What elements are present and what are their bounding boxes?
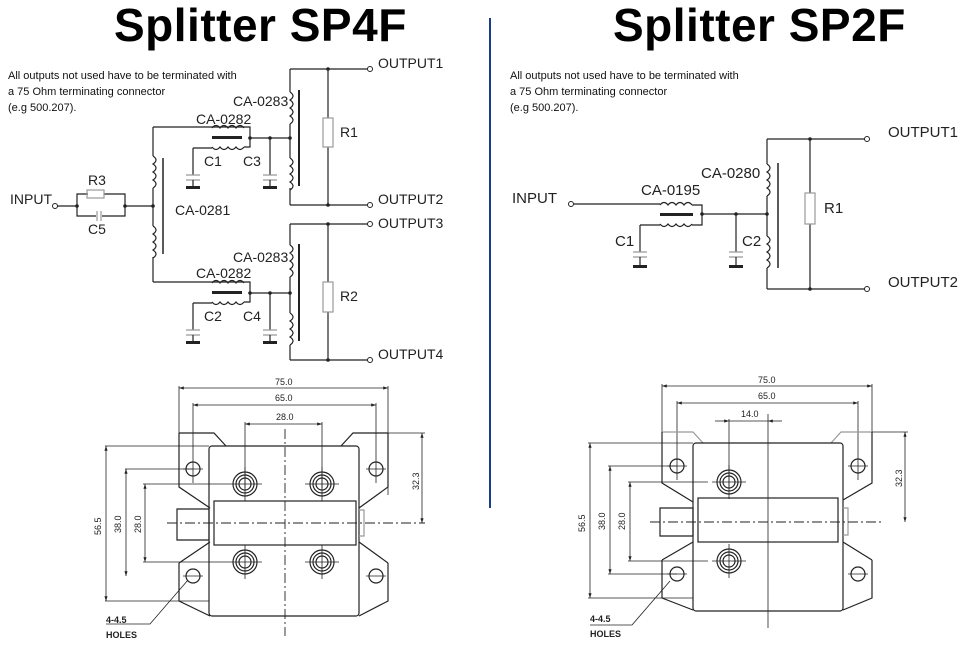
sp4f-input-label: INPUT (10, 191, 52, 207)
ca-0282-top-label: CA-0282 (196, 111, 251, 127)
c1-label: C1 (615, 233, 634, 250)
f-connectors (712, 465, 746, 578)
dim-overall-height: 56.5 (577, 514, 587, 532)
holes-label: HOLES (106, 630, 137, 640)
note-line: a 75 Ohm terminating connector (8, 86, 166, 98)
c4-label: C4 (243, 308, 261, 324)
dim-overall-width: 75.0 (275, 377, 293, 387)
dim-connector-vertical: 28.0 (617, 512, 627, 530)
sp2f-schematic: INPUT CA-0195 C1 C2 CA-0280 R1 OUTPUT1 O… (512, 124, 958, 292)
ca-0195-core (660, 213, 693, 216)
dim-overall-width: 75.0 (758, 375, 776, 385)
r3-resistor (86, 189, 105, 199)
c3-label: C3 (243, 153, 261, 169)
dim-hole-spacing: 65.0 (275, 393, 293, 403)
c2-label: C2 (742, 233, 761, 250)
ca-0282-bottom-label: CA-0282 (196, 265, 251, 281)
sp2f-termination-note: All outputs not used have to be terminat… (510, 68, 739, 116)
r2-resistor (322, 281, 334, 313)
ca-0283-bottom-label: CA-0283 (233, 249, 288, 265)
note-line: (e.g 500.207). (510, 102, 579, 114)
note-line: (e.g 500.207). (8, 102, 77, 114)
dim-center-offset: 32.3 (894, 469, 904, 487)
f-connectors (228, 467, 339, 579)
output3-label: OUTPUT3 (378, 215, 444, 231)
sp4f-schematic: INPUT R3 C5 CA-0281 CA-0282 C1 C3 CA-028… (10, 55, 444, 363)
sp4f-mechanical-drawing: 75.0 65.0 28.0 (93, 377, 425, 640)
sp4f-housing (208, 445, 360, 617)
note-line: All outputs not used have to be terminat… (510, 70, 739, 82)
ca-0282-top-core (212, 136, 242, 139)
ca-0283-top-label: CA-0283 (233, 93, 288, 109)
dim-hole-vertical: 38.0 (597, 512, 607, 530)
r2-label: R2 (340, 288, 358, 304)
section-divider (489, 18, 491, 508)
ca-0281-label: CA-0281 (175, 202, 230, 218)
ca-0195-label: CA-0195 (641, 182, 700, 199)
sp2f-input-label: INPUT (512, 190, 557, 207)
output2-label: OUTPUT2 (378, 191, 444, 207)
holes-label: HOLES (590, 629, 621, 639)
r1-label: R1 (824, 200, 843, 217)
sp2f-mechanical-drawing: 75.0 65.0 14.0 56.5 38.0 (577, 375, 908, 639)
sp4f-termination-note: All outputs not used have to be terminat… (8, 68, 237, 116)
c5-label: C5 (88, 221, 106, 237)
dim-connector-spacing: 28.0 (276, 412, 294, 422)
sp4f-title: Splitter SP4F (114, 0, 407, 51)
holes-size-label: 4-4.5 (106, 615, 127, 625)
holes-size-label: 4-4.5 (590, 614, 611, 624)
r1-label: R1 (340, 124, 358, 140)
c5-capacitor (96, 211, 102, 221)
output1-label: OUTPUT1 (888, 124, 958, 141)
output1-label: OUTPUT1 (378, 55, 444, 71)
input-terminal (52, 203, 58, 209)
r1-resistor (322, 117, 334, 148)
dim-connector-vertical: 28.0 (133, 515, 143, 533)
sp2f-title: Splitter SP2F (613, 0, 906, 51)
note-line: a 75 Ohm terminating connector (510, 86, 668, 98)
output2-label: OUTPUT2 (888, 274, 958, 291)
r1-resistor (804, 192, 816, 225)
output4-label: OUTPUT4 (378, 346, 444, 362)
note-line: All outputs not used have to be terminat… (8, 70, 237, 82)
ca-0282-bottom-core (212, 291, 242, 294)
dim-hole-spacing: 65.0 (758, 391, 776, 401)
r3-label: R3 (88, 172, 106, 188)
dim-connector-offset: 14.0 (741, 409, 759, 419)
ca-0280-label: CA-0280 (701, 165, 760, 182)
dim-center-offset: 32.3 (411, 472, 421, 490)
dim-overall-height: 56.5 (93, 517, 103, 535)
c2-label: C2 (204, 308, 222, 324)
c1-label: C1 (204, 153, 222, 169)
dim-hole-vertical: 38.0 (113, 515, 123, 533)
